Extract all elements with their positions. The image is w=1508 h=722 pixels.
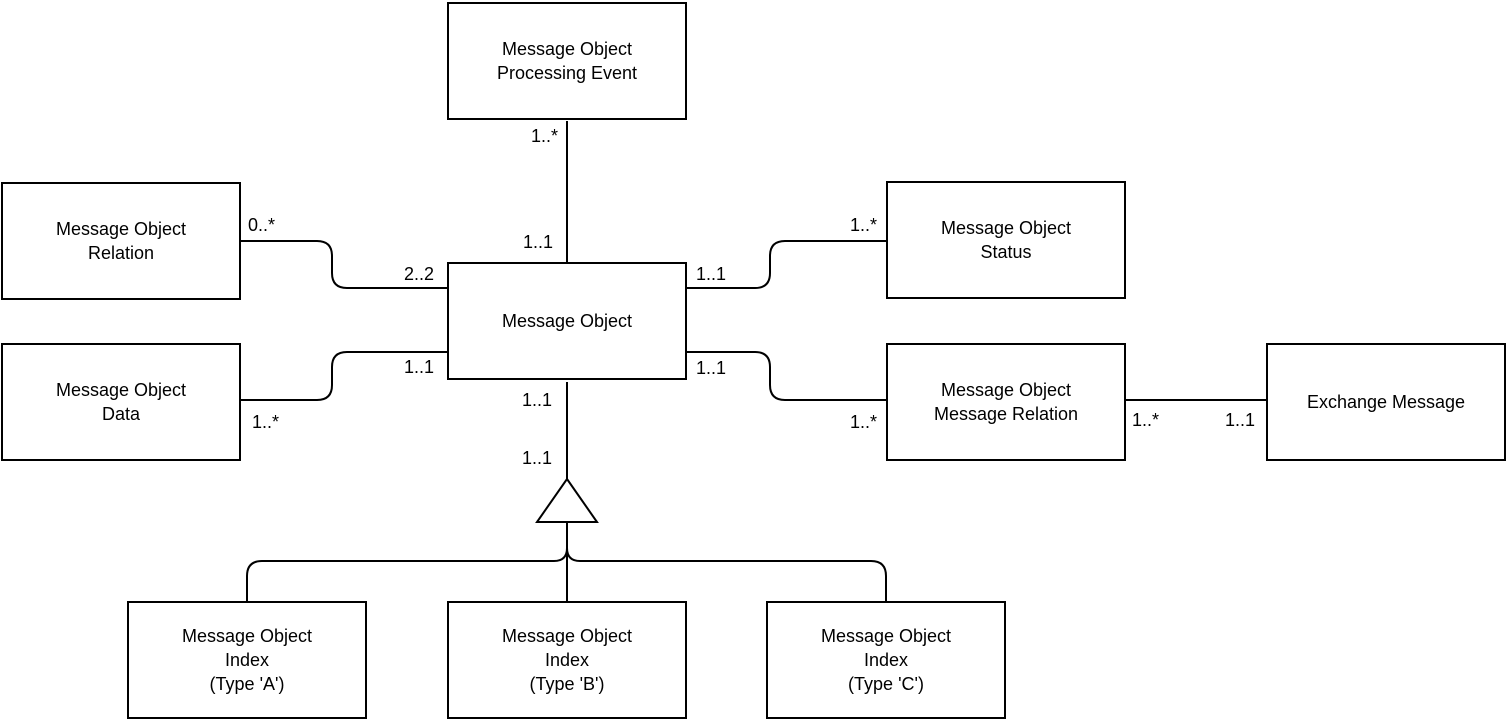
edge-data-to-message-object — [241, 351, 447, 401]
entity-label-line: (Type 'B') — [529, 674, 605, 694]
entity-label-line: Relation — [87, 243, 155, 263]
entity-label-line: (Type 'C') — [848, 674, 924, 694]
entity-label-line: Message Object — [55, 219, 187, 239]
multiplicity-message-object-right-upper-side: 1..1 — [696, 264, 727, 284]
multiplicity-relation-side: 0..* — [248, 215, 276, 235]
multiplicity-message-object-left-lower-side: 1..1 — [403, 357, 434, 377]
edge-message-object-to-status — [687, 240, 886, 289]
entity-message-object-relation: Message Object Relation — [1, 182, 241, 300]
entity-label-line: Message Object — [181, 626, 313, 646]
multiplicity-exchange-message-side: 1..1 — [1224, 410, 1255, 430]
entity-label-line: Message Object — [55, 380, 187, 400]
entity-message-object-index-type-b: Message Object Index (Type 'B') — [447, 601, 687, 719]
entity-label-line: Index — [544, 650, 590, 670]
entity-label-line: Message Object — [940, 380, 1072, 400]
multiplicity-processing-event-side: 1..* — [530, 126, 558, 146]
entity-message-object-status: Message Object Status — [886, 181, 1126, 299]
edge-generalization-to-index-c — [566, 547, 887, 602]
entity-label-line: Index — [224, 650, 270, 670]
multiplicity-data-side: 1..* — [252, 412, 280, 432]
entity-label-line: Message Object — [501, 626, 633, 646]
multiplicity-message-object-right-lower-side: 1..1 — [696, 358, 727, 378]
entity-label-line: Processing Event — [496, 63, 638, 83]
entity-label-line: Message Object — [501, 39, 633, 59]
multiplicity-message-object-top-side: 1..1 — [522, 232, 553, 252]
edge-generalization-to-index-a — [246, 547, 568, 602]
entity-message-object-data: Message Object Data — [1, 343, 241, 461]
entity-label-line: Message Object — [501, 311, 633, 331]
entity-label-line: Data — [101, 404, 141, 424]
entity-label-line: Message Object — [820, 626, 952, 646]
entity-message-object: Message Object — [447, 262, 687, 380]
multiplicity-message-relation-right-side: 1..* — [1132, 410, 1160, 430]
edge-relation-to-message-object — [241, 240, 447, 289]
entity-label-line: Index — [863, 650, 909, 670]
multiplicity-generalization-lower: 1..1 — [521, 448, 552, 468]
edge-message-object-to-message-relation — [687, 351, 886, 401]
entity-message-object-index-type-a: Message Object Index (Type 'A') — [127, 601, 367, 719]
entity-label-line: Exchange Message — [1306, 392, 1466, 412]
entity-label-line: Status — [980, 242, 1032, 262]
entity-exchange-message: Exchange Message — [1266, 343, 1506, 461]
generalization-triangle — [535, 477, 599, 523]
entity-message-object-message-relation: Message Object Message Relation — [886, 343, 1126, 461]
multiplicity-message-relation-left-side: 1..* — [849, 412, 877, 432]
multiplicity-generalization-upper: 1..1 — [521, 390, 552, 410]
entity-message-object-processing-event: Message Object Processing Event — [447, 2, 687, 120]
entity-label-line: Message Object — [940, 218, 1072, 238]
entity-message-object-index-type-c: Message Object Index (Type 'C') — [766, 601, 1006, 719]
entity-label-line: (Type 'A') — [209, 674, 285, 694]
multiplicity-status-side: 1..* — [849, 215, 877, 235]
entity-label-line: Message Relation — [933, 404, 1079, 424]
multiplicity-message-object-left-upper-side: 2..2 — [403, 264, 434, 284]
